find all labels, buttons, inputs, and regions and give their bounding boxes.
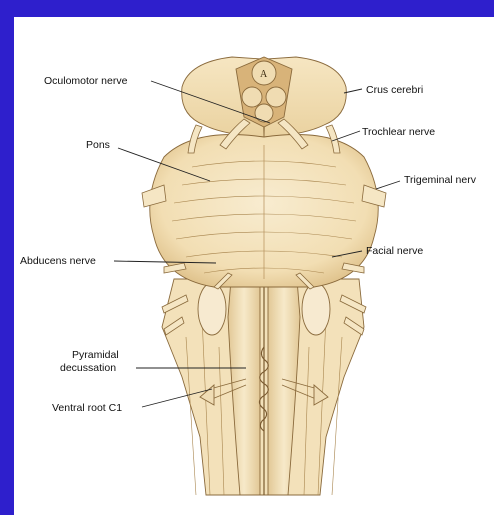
label-decussation: decussation [60, 362, 116, 374]
label-ventral-root-c1: Ventral root C1 [52, 402, 122, 414]
medulla-oblongata [162, 279, 364, 495]
label-oculomotor-nerve: Oculomotor nerve [44, 75, 128, 87]
label-crus-cerebri: Crus cerebri [366, 84, 423, 96]
brainstem-illustration: A [14, 17, 494, 515]
label-trigeminal-nerve: Trigeminal nerv [404, 174, 477, 186]
label-pons: Pons [86, 139, 110, 151]
pyramids [228, 261, 300, 495]
label-trochlear-nerve: Trochlear nerve [362, 126, 435, 138]
label-pyramidal: Pyramidal [72, 349, 119, 361]
figure-panel: A [14, 17, 494, 515]
label-abducens-nerve: Abducens nerve [20, 255, 96, 267]
label-facial-nerve: Facial nerve [366, 245, 423, 257]
structure-mark: A [260, 69, 268, 80]
